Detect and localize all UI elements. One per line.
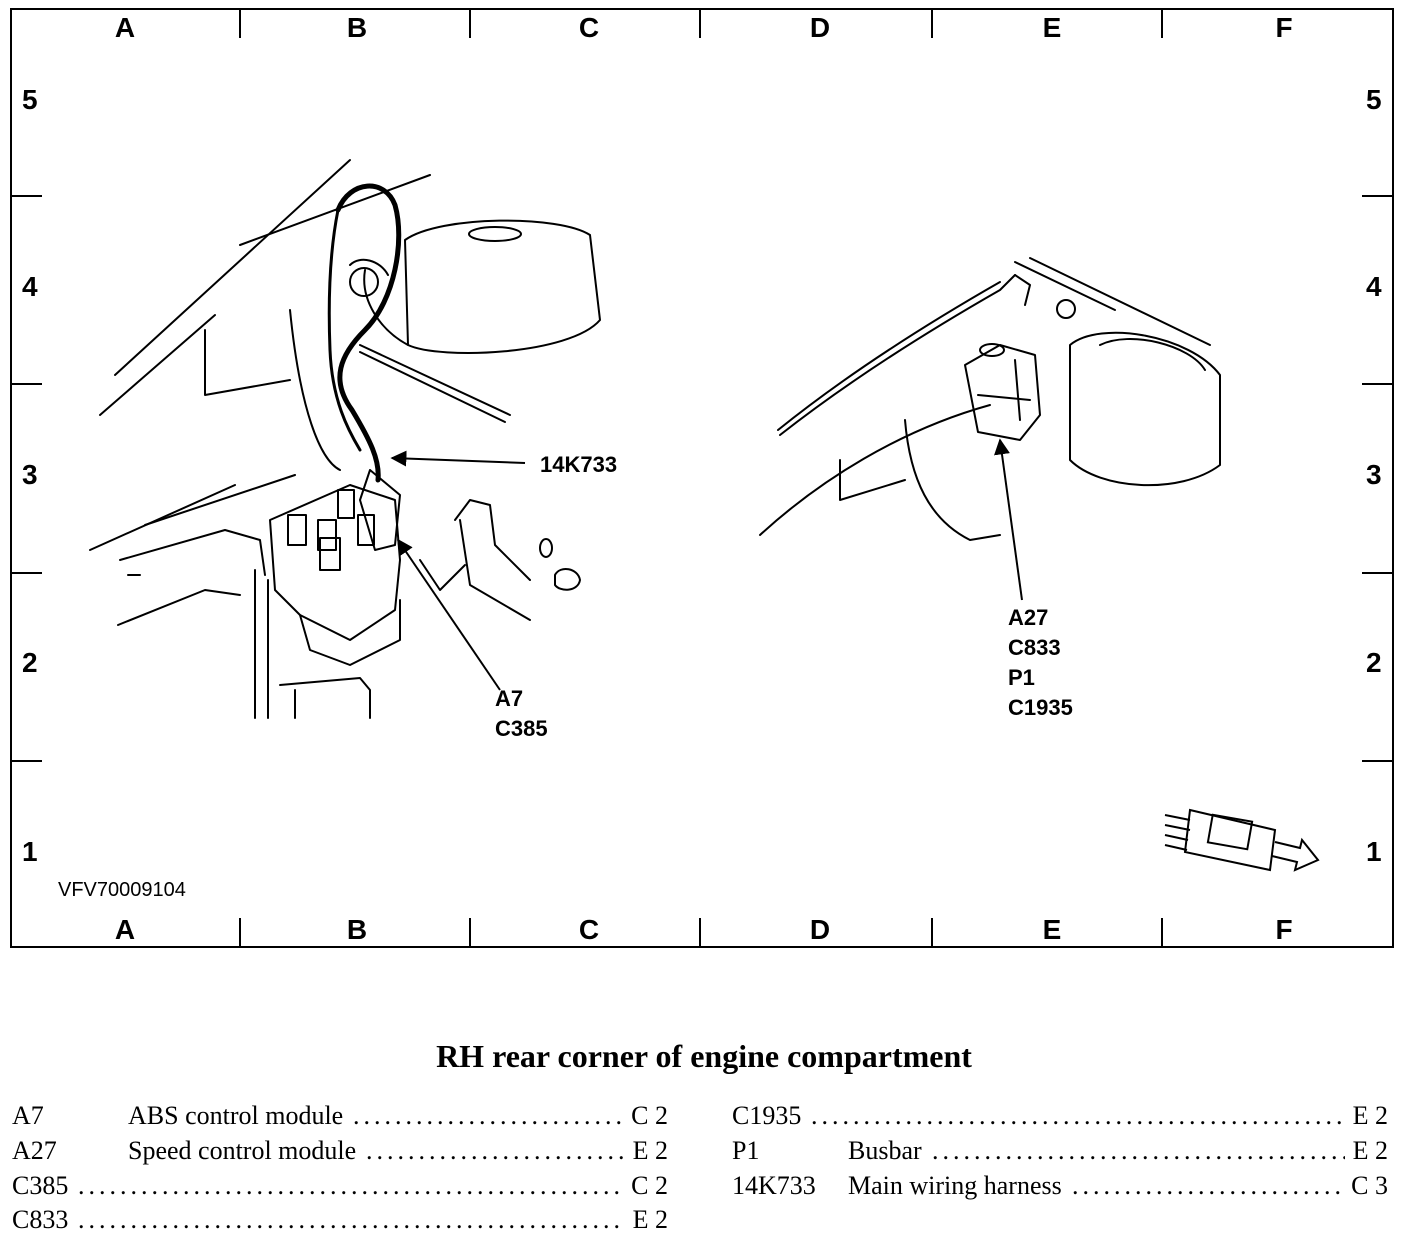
grid-row-right-2: 2 [1366,647,1382,678]
grid-row-left-1: 1 [22,836,38,867]
grid-col-bottom-e: E [1042,914,1062,945]
legend-location: C 3 [1351,1171,1388,1200]
grid-row-right-4: 4 [1366,271,1382,302]
grid-col-top-b: B [346,12,368,43]
legend-desc: Busbar [848,1136,922,1165]
speed-control-callout: A27 C833 P1 C1935 [1008,603,1073,723]
grid-col-top-e: E [1042,12,1062,43]
grid-row-left-5: 5 [22,84,38,115]
dot-leader: ........................................… [811,1101,1345,1130]
legend-location: E 2 [632,1136,668,1165]
grid-col-bottom-c: C [578,914,600,945]
dot-leader: ........................................… [353,1101,623,1130]
grid-row-left-4: 4 [22,271,38,302]
callout-a7: A7 [495,686,524,711]
legend-row: C385 C 2 ...............................… [12,1170,668,1202]
figure-id: VFV70009104 [58,879,186,901]
dot-leader: ........................................… [932,1136,1345,1165]
speed-module-arrow [994,438,1023,601]
grid-row-left-2: 2 [22,647,38,678]
callout-arrows [390,438,1023,691]
legend-row: 14K733 Main wiring harness C 3 .........… [732,1170,1388,1202]
grid-row-right-1: 1 [1366,836,1382,867]
grid-col-bottom-d: D [809,914,831,945]
grid-ticks [12,10,1392,946]
legend-code: 14K733 [732,1171,816,1200]
legend-location: C 2 [631,1101,668,1130]
callout-c833: C833 [1008,635,1061,660]
callout-c1935: C1935 [1008,695,1073,720]
grid-col-top-d: D [809,12,831,43]
diagram-frame [10,8,1394,948]
grid-col-top-f: F [1275,12,1293,43]
legend-location: E 2 [1352,1136,1388,1165]
legend-code: C1935 [732,1101,802,1130]
abs-module-illustration [89,159,601,719]
connector-symbol-icon [1164,808,1320,872]
legend-desc: Main wiring harness [848,1171,1062,1200]
legend-code: A27 [12,1136,57,1165]
dot-leader: ........................................… [1072,1171,1343,1200]
legend-row: C833 E 2 ...............................… [12,1204,668,1236]
legend-row: C1935 E 2 ..............................… [732,1100,1388,1132]
abs-callout: A7 C385 [495,684,548,744]
page-title: RH rear corner of engine compartment [436,1038,972,1074]
harness-arrow [390,450,526,467]
dot-leader: ........................................… [78,1171,623,1200]
legend-code: A7 [12,1101,44,1130]
legend-location: E 2 [1352,1101,1388,1130]
grid-col-top-c: C [578,12,600,43]
legend-code: P1 [732,1136,760,1165]
dot-leader: ........................................… [78,1205,625,1234]
grid-col-bottom-b: B [346,914,368,945]
callout-p1: P1 [1008,665,1035,690]
diagram-artwork [12,10,1392,946]
harness-callout: 14K733 [540,452,618,477]
callout-a27: A27 [1008,605,1049,630]
abs-module-arrow [397,538,501,691]
legend-row: A27 Speed control module E 2 ...........… [12,1135,668,1167]
legend-code: C385 [12,1171,69,1200]
legend-code: C833 [12,1205,69,1234]
legend-row: A7 ABS control module C 2 ..............… [12,1100,668,1132]
grid-row-right-3: 3 [1366,459,1382,490]
legend-location: E 2 [632,1205,668,1234]
grid-col-bottom-a: A [114,914,136,945]
dot-leader: ........................................… [366,1136,625,1165]
legend-desc: ABS control module [128,1101,344,1130]
grid-row-right-5: 5 [1366,84,1382,115]
legend-desc: Speed control module [128,1136,357,1165]
legend-location: C 2 [631,1171,668,1200]
grid-row-left-3: 3 [22,459,38,490]
grid-col-bottom-f: F [1275,914,1293,945]
callout-c385: C385 [495,716,548,741]
grid-col-top-a: A [114,12,136,43]
legend-row: P1 Busbar E 2 ..........................… [732,1135,1388,1167]
speed-control-module-illustration [759,257,1221,541]
